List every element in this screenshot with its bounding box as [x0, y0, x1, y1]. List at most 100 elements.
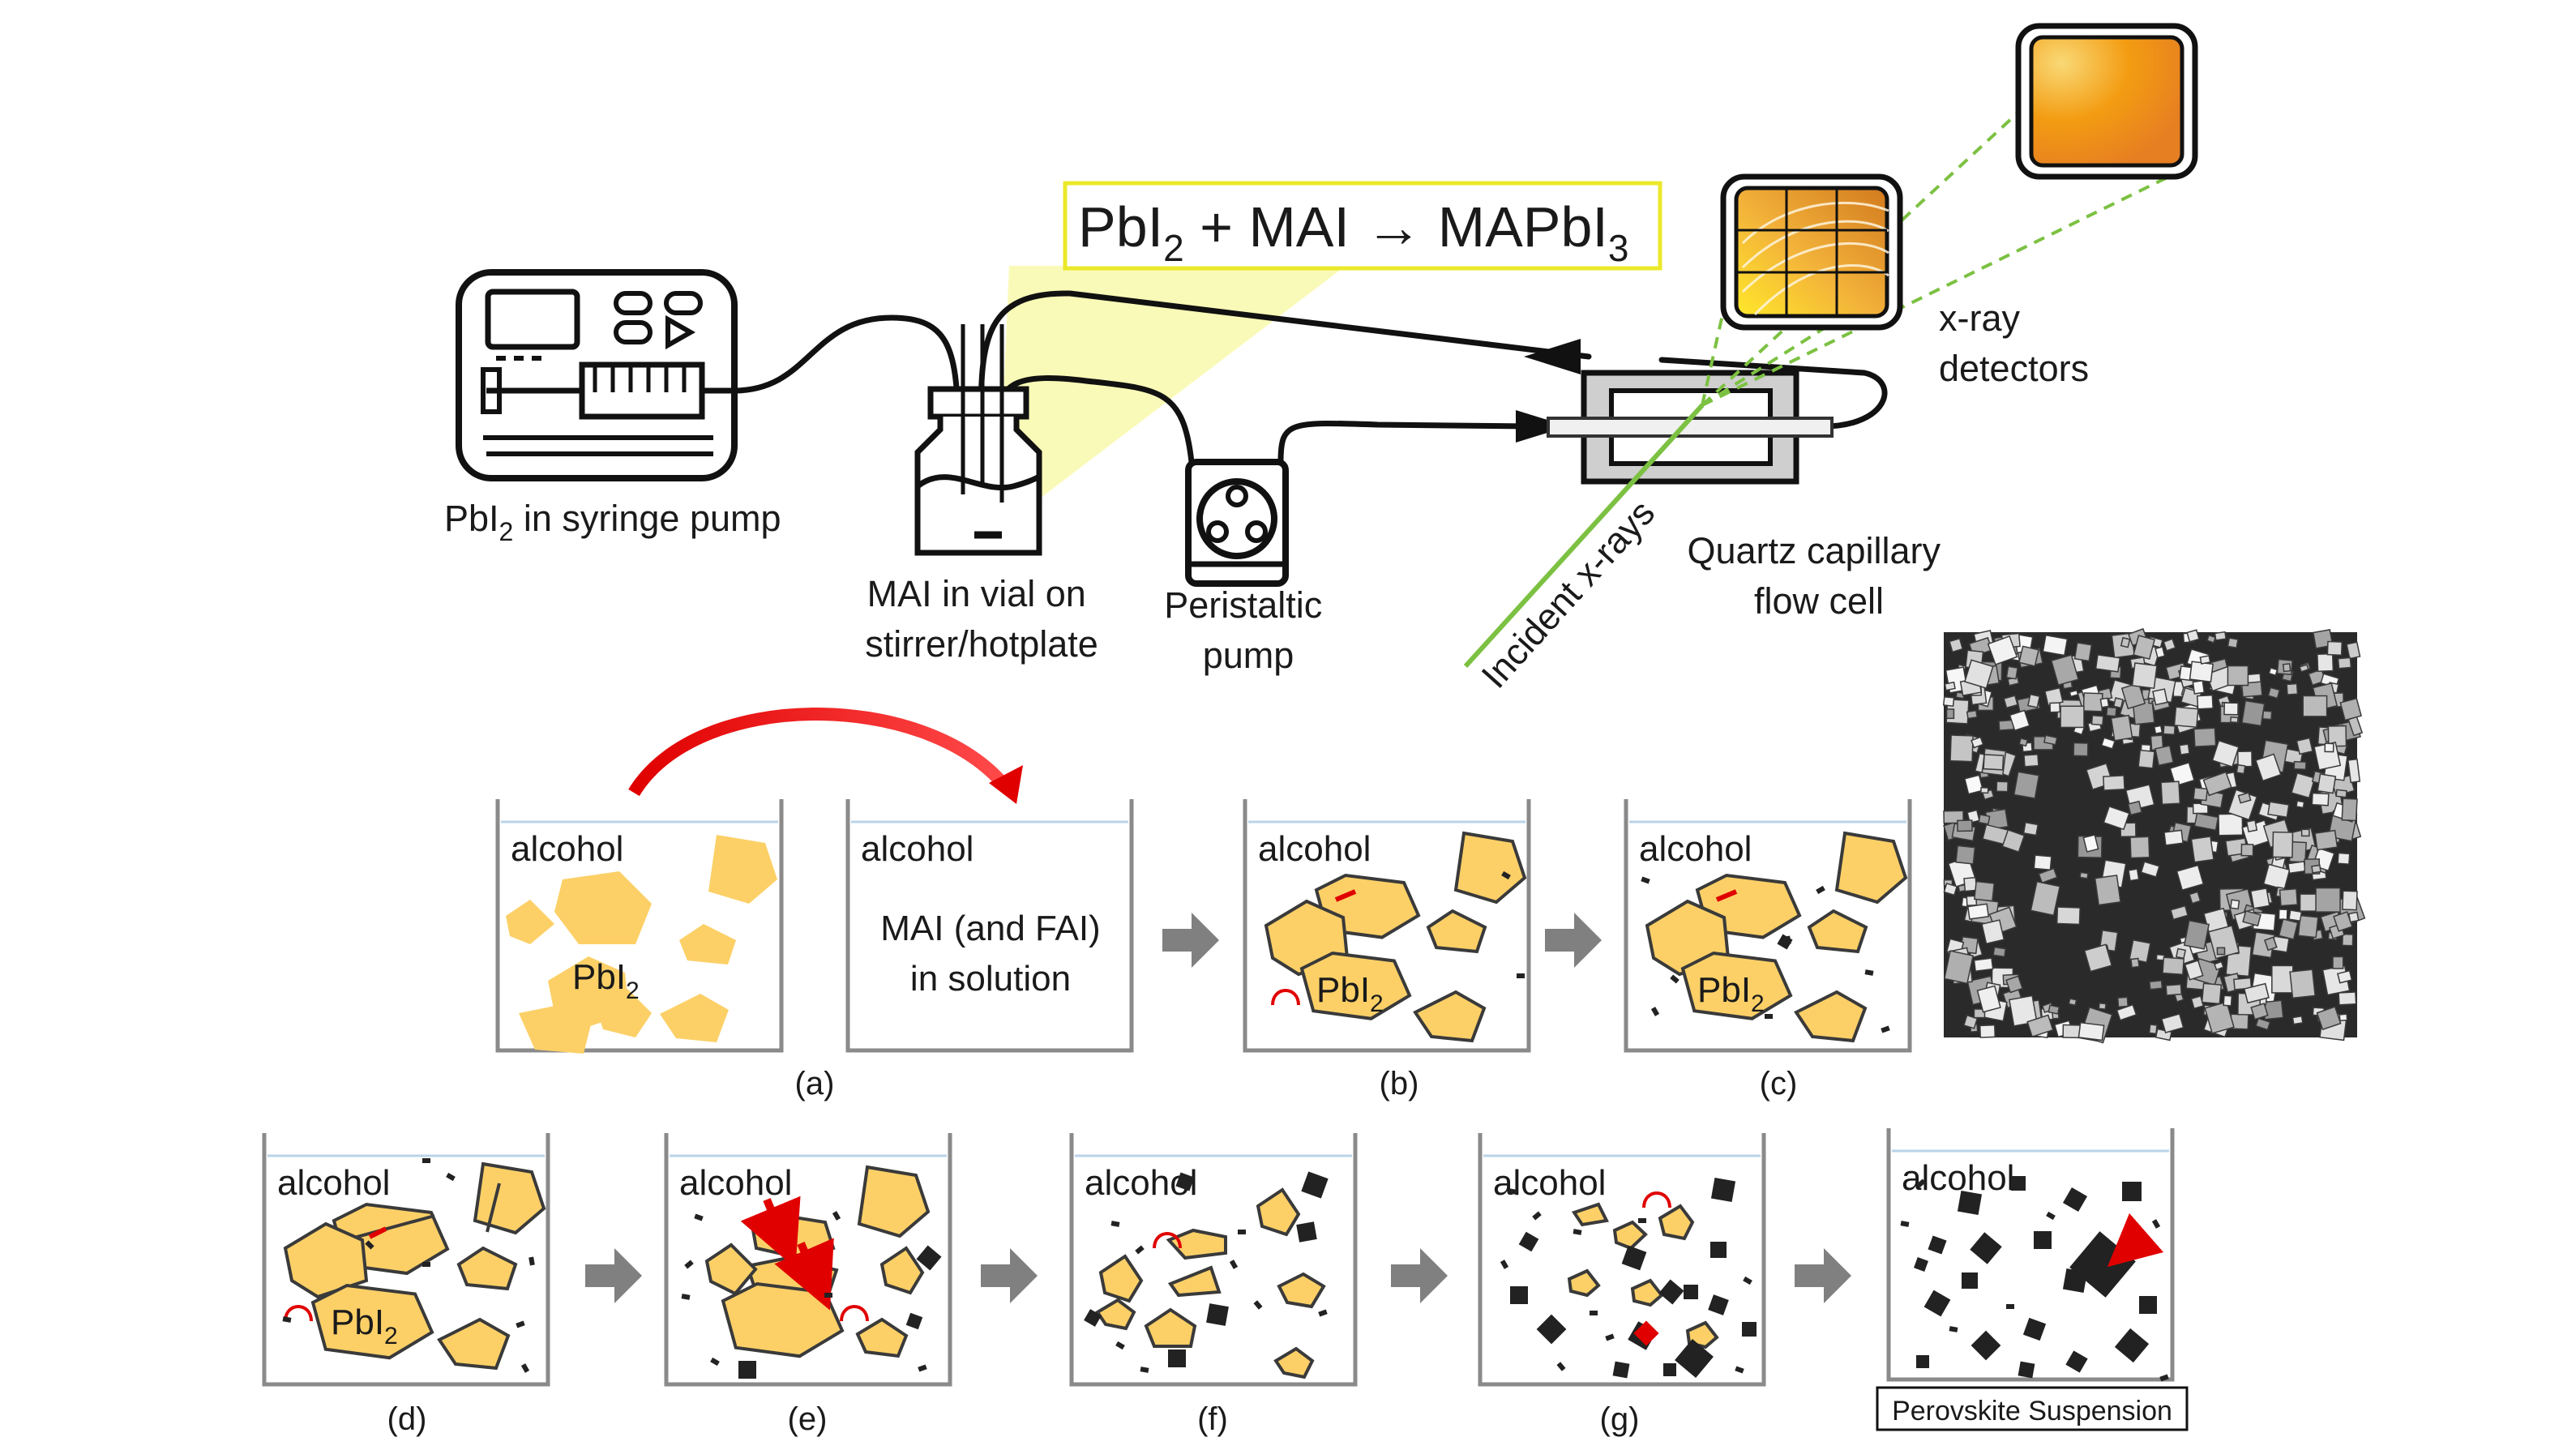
- sem-particle: [2077, 1021, 2105, 1042]
- perovskite-particle: [2065, 1350, 2088, 1373]
- perovskite-nucleus: [446, 1172, 456, 1182]
- caption-d: (d): [387, 1401, 427, 1437]
- sem-particle: [2332, 956, 2344, 969]
- perovskite-nucleus: [1743, 1276, 1752, 1285]
- perovskite-nucleus: [1253, 1300, 1263, 1310]
- perovskite-particle: [2011, 1176, 2026, 1191]
- sem-particle: [2337, 657, 2352, 669]
- sem-particle: [1963, 774, 1984, 795]
- perovskite-nucleus: [365, 1240, 374, 1250]
- sem-particle: [2279, 888, 2299, 907]
- sem-particle: [2211, 739, 2240, 768]
- perovskite-particle: [1710, 1177, 1736, 1203]
- sem-particle: [2176, 864, 2205, 892]
- sem-particle: [2342, 890, 2358, 911]
- perovskite-nucleus: [528, 1256, 535, 1266]
- sem-particle: [2242, 909, 2261, 927]
- sem-particle: [2282, 663, 2291, 673]
- reaction-equation: PbI2 + MAI → MAPbI3: [1078, 195, 1628, 269]
- sem-particle: [2178, 743, 2190, 755]
- flow-arrow-return: [1524, 339, 1581, 374]
- sem-particle: [1955, 845, 1976, 865]
- pbi2-label: PbI2: [331, 1302, 398, 1349]
- sem-particle: [2278, 909, 2288, 921]
- sem-particle: [2112, 697, 2124, 709]
- sem-particle: [2169, 762, 2195, 787]
- perovskite-nucleus: [1500, 1260, 1509, 1269]
- pbi2-crystal: [1095, 1298, 1136, 1331]
- sem-particle: [2335, 789, 2348, 798]
- sem-particle: [1963, 876, 1978, 892]
- perovskite-particle: [1612, 1361, 1630, 1379]
- perovskite-particle: [905, 1312, 923, 1330]
- pbi2-crystal: [437, 1317, 511, 1371]
- sem-particle: [2048, 1004, 2060, 1015]
- growth-marker: [1633, 1320, 1659, 1346]
- sem-particle: [2327, 725, 2347, 747]
- perovskite-particle: [1510, 1286, 1528, 1304]
- sem-particle: [2056, 906, 2081, 926]
- sem-particle: [2236, 763, 2246, 775]
- vial-icon: [914, 324, 1042, 556]
- sem-particle: [2262, 863, 2291, 891]
- solvent-label: alcohol: [1258, 829, 1371, 869]
- sem-particle: [2073, 642, 2093, 662]
- sem-particle: [2043, 734, 2058, 746]
- caption-e: (e): [788, 1401, 828, 1437]
- perovskite-nucleus: [2046, 1211, 2056, 1221]
- perovskite-nucleus: [681, 1294, 691, 1300]
- sem-particle: [2038, 867, 2058, 884]
- pbi2-crystal: [1571, 1202, 1609, 1227]
- sem-particle: [1974, 880, 1996, 902]
- sem-particle: [2133, 635, 2155, 661]
- incident-xrays-label: Incident x-rays: [1474, 492, 1663, 696]
- sem-particle: [2227, 637, 2239, 649]
- pbi2-crystal: [1167, 1265, 1222, 1298]
- perovskite-nucleus: [1229, 1260, 1239, 1269]
- sem-particle: [2216, 947, 2226, 956]
- sem-particle: [2175, 947, 2187, 960]
- sem-particle: [1966, 809, 1980, 824]
- sem-particle: [2201, 982, 2223, 1005]
- perovskite-nucleus: [1864, 969, 1874, 976]
- sem-particle: [2099, 697, 2110, 708]
- sem-particle: [2315, 887, 2341, 913]
- sem-particle: [2293, 760, 2307, 771]
- sem-particle: [1943, 950, 1975, 985]
- pbi2-crystal: [1630, 1278, 1664, 1307]
- sem-particle: [1979, 1024, 1996, 1038]
- sem-particle: [2288, 909, 2303, 922]
- sem-particle: [2261, 710, 2273, 721]
- sem-particle: [1945, 708, 1955, 720]
- sem-particle: [2192, 679, 2206, 695]
- sem-particle: [1983, 754, 2005, 771]
- detectors-label: x-ray detectors: [1939, 297, 2089, 389]
- flow-arrow-in: [1516, 410, 1568, 443]
- sem-particle: [2170, 905, 2189, 921]
- sem-particle: [1987, 635, 2018, 665]
- sem-particle: [2163, 829, 2184, 846]
- pbi2-crystal: [1144, 1307, 1197, 1348]
- perovskite-nucleus: [1650, 1007, 1660, 1016]
- sem-particle: [2214, 960, 2224, 971]
- flow-cell-icon: [1547, 370, 1834, 485]
- crack-line: [368, 1226, 387, 1239]
- sem-particle: [2095, 654, 2121, 673]
- sem-particle: [2120, 636, 2131, 648]
- perovskite-particle: [1296, 1221, 1317, 1243]
- sem-particle: [2190, 836, 2214, 863]
- sem-particle: [2267, 801, 2290, 819]
- pbi2-crystal: [1567, 1268, 1601, 1298]
- crack-arrow: [774, 1238, 834, 1311]
- sem-particle: [2339, 697, 2362, 721]
- sem-particle: [2009, 994, 2038, 1027]
- sem-particle: [2022, 821, 2039, 836]
- perovskite-nucleus: [1532, 1211, 1542, 1221]
- caption-c: (c): [1760, 1066, 1798, 1101]
- sem-particle: [2264, 936, 2278, 952]
- sem-particle: [2296, 737, 2313, 755]
- sem-particle: [2165, 983, 2183, 996]
- pbi2-crystal: [1680, 951, 1793, 1020]
